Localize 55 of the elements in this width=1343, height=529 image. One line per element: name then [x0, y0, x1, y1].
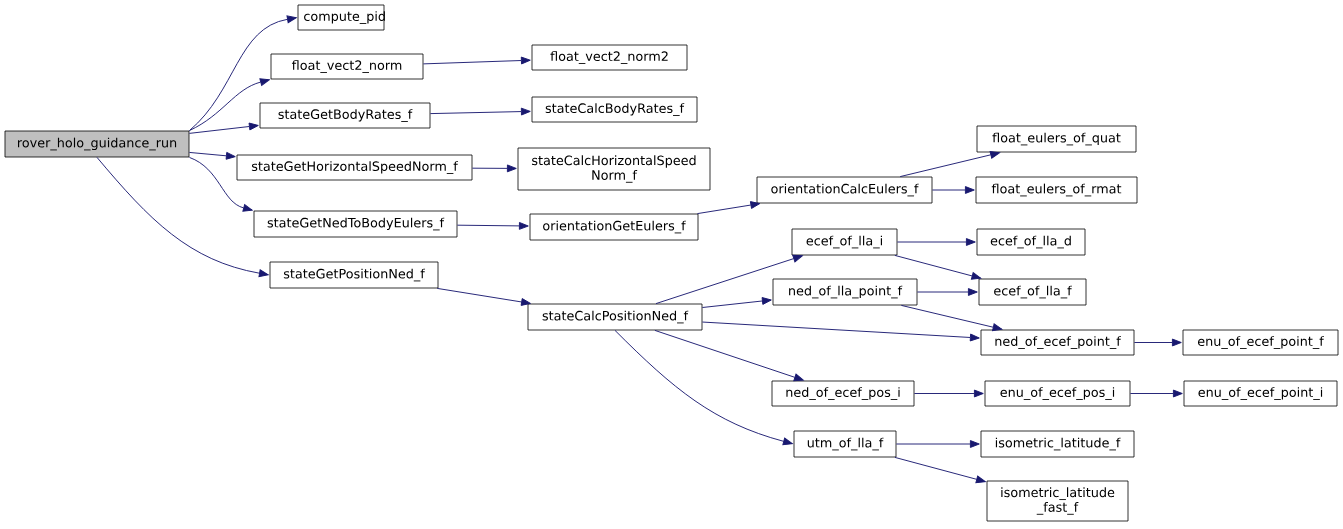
arrow: [188, 78, 270, 132]
arrow: [96, 156, 269, 278]
arrow: [900, 304, 1003, 332]
function-box: enu_of_ecef_point_f: [1182, 329, 1339, 356]
arrow: [188, 156, 253, 212]
function-box: stateCalcPositionNed_f: [527, 303, 703, 331]
function-box: ecef_of_lla_i: [791, 228, 898, 256]
arrow: [894, 456, 986, 484]
arrow: [916, 288, 978, 296]
arrow: [188, 151, 236, 160]
function-box: float_vect2_norm: [270, 53, 424, 80]
arrow: [931, 186, 975, 194]
arrow: [614, 329, 793, 446]
arrow: [471, 164, 517, 173]
function-box: stateGetNedToBodyEulers_f: [253, 210, 458, 238]
function-box: stateCalcBodyRates_f: [531, 96, 698, 123]
function-box: ned_of_lla_point_f: [772, 278, 918, 306]
function-box: orientationCalcEulers_f: [756, 176, 933, 204]
arrow: [701, 297, 772, 308]
arrow: [896, 238, 976, 246]
function-box: float_eulers_of_rmat: [975, 176, 1138, 204]
arrow: [1129, 389, 1183, 398]
arrow: [701, 321, 980, 342]
function-box: ned_of_ecef_point_f: [980, 329, 1135, 356]
arrow: [895, 440, 980, 448]
arrow: [188, 15, 297, 132]
function-box: utm_of_lla_f: [793, 430, 897, 458]
function-box: stateCalcHorizontalSpeed Norm_f: [517, 147, 711, 191]
function-box: ned_of_ecef_pos_i: [771, 380, 915, 407]
function-box: stateGetHorizontalSpeedNorm_f: [236, 154, 473, 181]
function-box: enu_of_ecef_point_i: [1183, 380, 1338, 407]
function-box: float_eulers_of_quat: [976, 125, 1137, 153]
arrow: [1133, 338, 1182, 347]
function-box: orientationGetEulers_f: [529, 213, 699, 241]
arrow: [429, 107, 531, 116]
arrow: [655, 254, 803, 305]
function-box: ecef_of_lla_f: [978, 278, 1087, 306]
function-box: compute_pid: [297, 4, 385, 31]
arrow: [913, 389, 984, 398]
arrow: [436, 287, 531, 306]
function-box: stateGetPositionNed_f: [269, 261, 439, 289]
function-box: stateGetBodyRates_f: [259, 102, 431, 129]
arrow: [899, 150, 1000, 178]
function-box: rover_holo_guidance_run: [4, 130, 190, 158]
arrow: [188, 122, 259, 134]
arrow: [654, 329, 804, 382]
arrow: [422, 56, 531, 65]
arrow: [894, 254, 982, 280]
function-box: isometric_latitude _fast_f: [986, 480, 1129, 522]
function-box: isometric_latitude_f: [980, 430, 1135, 458]
arrow: [697, 201, 761, 215]
function-box: ecef_of_lla_d: [976, 228, 1086, 256]
function-box: float_vect2_norm2: [531, 44, 688, 71]
function-box: enu_of_ecef_pos_i: [984, 380, 1131, 407]
arrow: [456, 222, 529, 230]
